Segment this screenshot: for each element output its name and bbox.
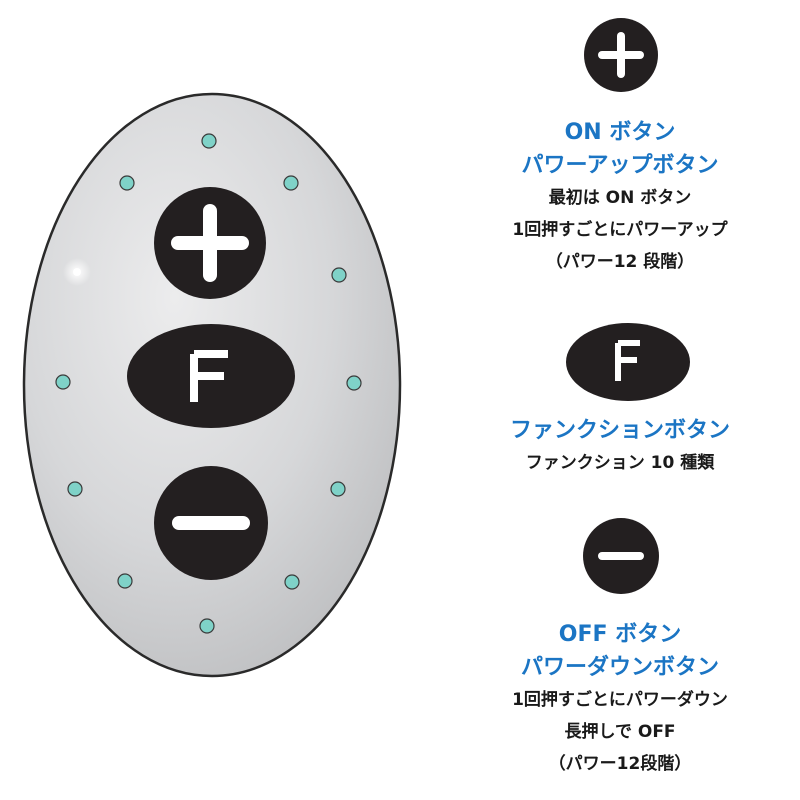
indicator-dots [55,133,362,634]
legend-off-button: OFF ボタン パワーダウンボタン 1回押すごとにパワーダウン 長押しで OFF… [450,618,790,780]
indicator-dot [201,133,217,149]
legend-off-desc-3: （パワー12段階） [548,754,692,774]
plus-icon [584,18,658,92]
legend-function-desc: ファンクション 10 種類 [525,453,715,473]
legend-on-desc-2: 1回押すごとにパワーアップ [512,220,728,240]
minus-icon [583,518,659,594]
f-icon [566,323,690,401]
legend-off-desc-2: 長押しで OFF [564,722,676,742]
legend-on-subtitle: パワーアップボタン [521,153,719,178]
indicator-dot [199,618,215,634]
indicator-dot [119,175,135,191]
legend-function-title: ファンクションボタン [509,418,730,443]
sparkle-highlight [63,258,91,286]
indicator-dot [55,374,71,390]
legend-function-button: ファンクションボタン ファンクション 10 種類 [450,414,790,479]
legend-on-title: ON ボタン [564,120,676,145]
legend-off-title: OFF ボタン [558,622,682,647]
legend-on-desc-3: （パワー12 段階） [545,252,695,272]
minus-icon-bar [172,516,250,530]
indicator-dot [67,481,83,497]
legend-on-button: ON ボタン パワーアップボタン 最初は ON ボタン 1回押すごとにパワーアッ… [450,116,790,278]
f-letter-icon [190,350,228,402]
plus-icon-vertical [203,204,217,282]
indicator-dot [117,573,133,589]
minus-button[interactable] [154,466,268,580]
plus-button[interactable] [154,187,266,299]
indicator-dot [331,267,347,283]
legend-on-desc-1: 最初は ON ボタン [548,188,692,208]
legend-off-desc-1: 1回押すごとにパワーダウン [512,690,728,710]
indicator-dot [330,481,346,497]
controller-illustration [22,92,402,678]
indicator-dot [284,574,300,590]
indicator-dot [346,375,362,391]
legend-off-subtitle: パワーダウンボタン [520,655,719,680]
indicator-dot [283,175,299,191]
function-button[interactable] [127,324,295,428]
